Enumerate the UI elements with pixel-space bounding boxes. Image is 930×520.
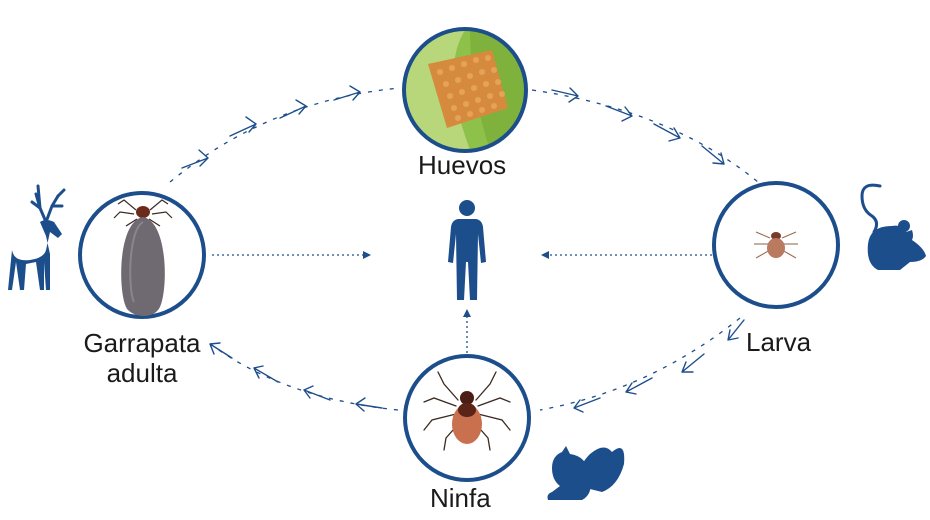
arrow-icon bbox=[606, 106, 632, 121]
arc-nymph-to-adult bbox=[205, 340, 398, 410]
adult-label-line2: adulta bbox=[76, 358, 208, 388]
arrow-icon bbox=[574, 398, 600, 412]
eggs-stage bbox=[404, 29, 526, 151]
arrow-icon bbox=[254, 366, 278, 382]
arrow-icon bbox=[682, 354, 704, 372]
human-icon bbox=[448, 200, 486, 300]
arrow-icon bbox=[230, 117, 256, 136]
arrow-icon bbox=[626, 378, 652, 394]
deer-icon bbox=[8, 186, 64, 290]
arc-larva-to-nymph bbox=[540, 318, 740, 410]
larva-stage bbox=[714, 183, 838, 307]
arc-adult-to-eggs bbox=[170, 88, 400, 182]
arrow-icon bbox=[728, 320, 744, 340]
eggs-label: Huevos bbox=[418, 150, 506, 180]
nymph-stage bbox=[405, 356, 529, 480]
arrow-icon bbox=[304, 386, 330, 400]
nymph-label: Ninfa bbox=[430, 483, 491, 513]
adult-label-line1: Garrapata bbox=[76, 328, 208, 358]
arrow-icon bbox=[182, 150, 208, 168]
arrow-icon bbox=[356, 398, 382, 411]
arrow-icon bbox=[210, 343, 232, 358]
arrow-icon bbox=[654, 124, 680, 141]
mouse-icon bbox=[862, 185, 926, 270]
arc-eggs-to-larva bbox=[532, 90, 758, 182]
arrow-icon bbox=[552, 88, 578, 102]
larva-label: Larva bbox=[746, 327, 811, 357]
adult-stage bbox=[80, 193, 204, 317]
adult-label: Garrapata adulta bbox=[76, 328, 208, 388]
squirrel-icon bbox=[548, 446, 625, 500]
